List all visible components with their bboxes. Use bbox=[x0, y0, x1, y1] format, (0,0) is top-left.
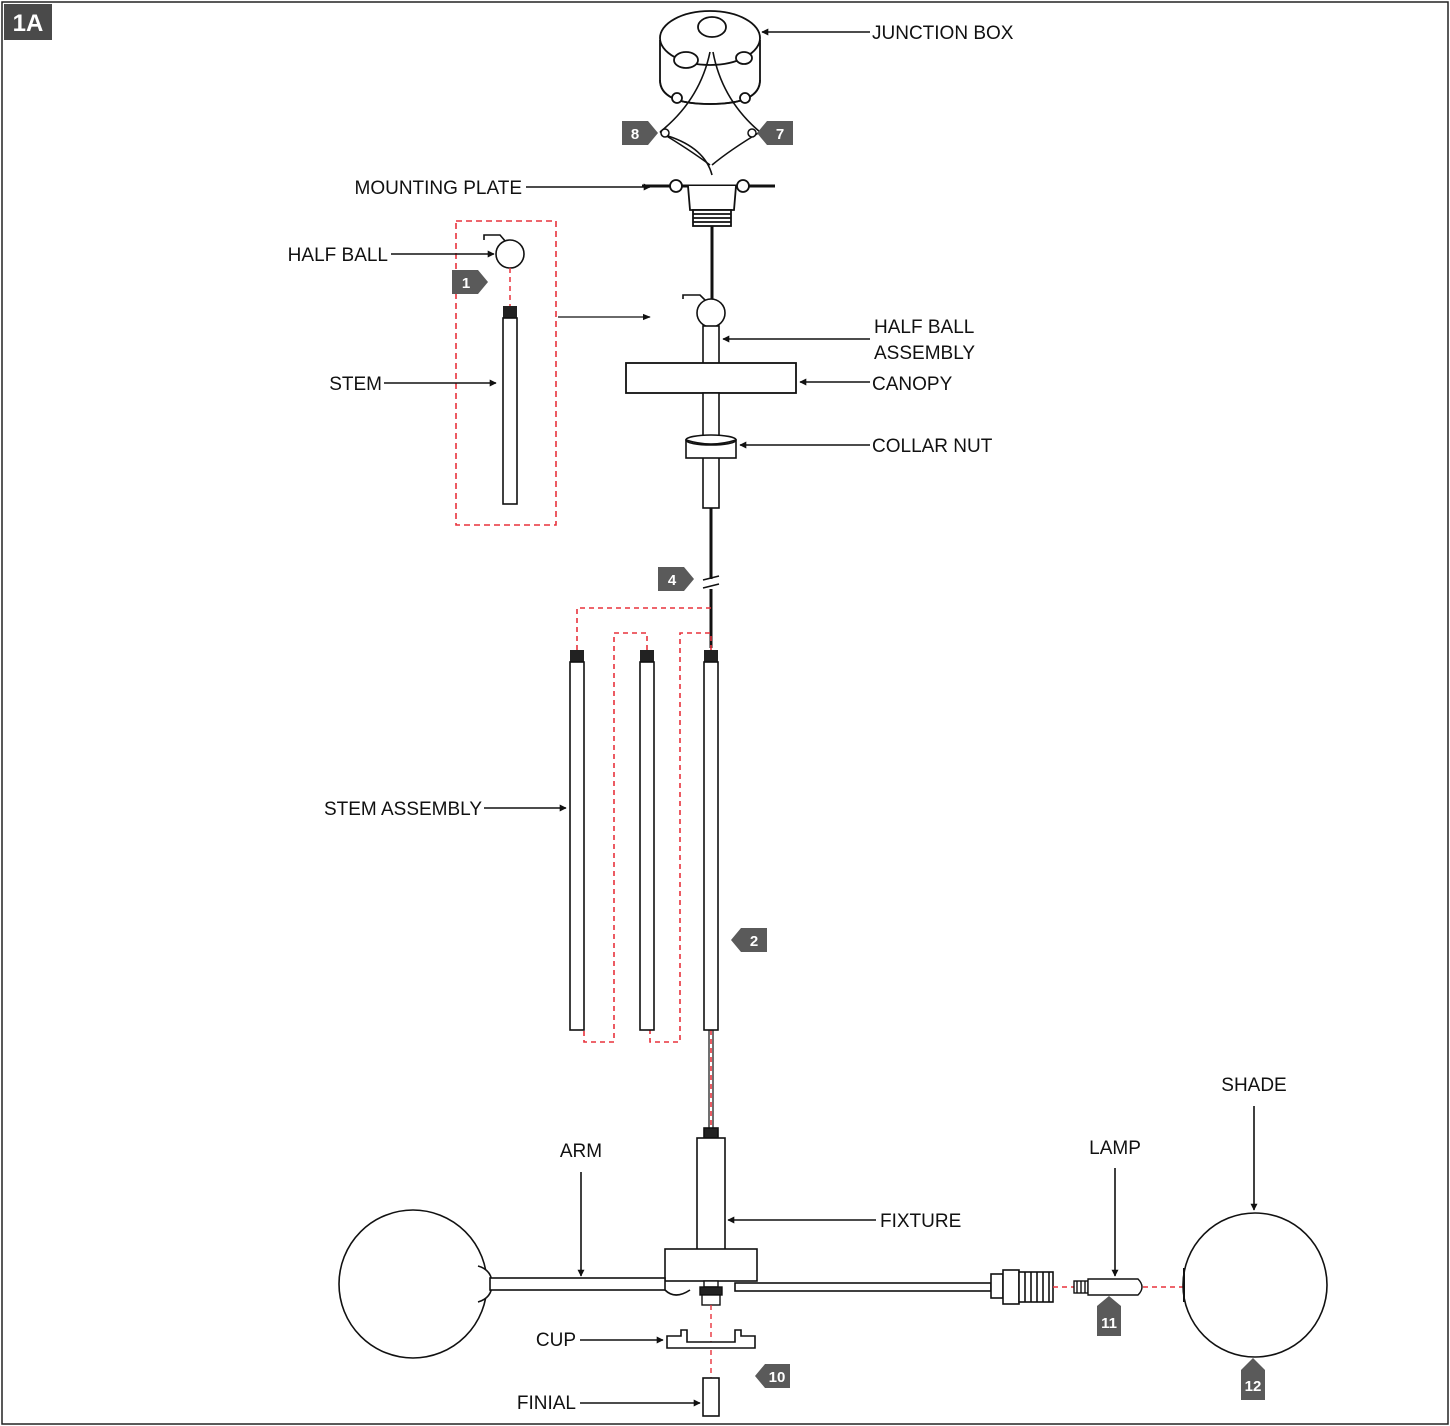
left-arm-icon bbox=[489, 1277, 666, 1291]
lamp-icon bbox=[1073, 1278, 1143, 1296]
label-lamp: LAMP bbox=[1089, 1138, 1141, 1159]
half-ball-icon bbox=[483, 234, 525, 269]
wire-break-icon bbox=[702, 575, 720, 589]
stem-segment-3-icon bbox=[703, 650, 719, 1031]
canopy-icon bbox=[625, 362, 797, 394]
figure-badge: 1A bbox=[4, 4, 52, 40]
step-7-label: 7 bbox=[776, 126, 784, 143]
figure-badge-label: 1A bbox=[13, 10, 44, 37]
step-badge-12-icon: 12 bbox=[1241, 1358, 1265, 1400]
collar-nut-icon bbox=[685, 434, 737, 459]
step-2-label: 2 bbox=[750, 933, 758, 950]
stem-segment-2-icon bbox=[639, 650, 655, 1031]
label-stem: STEM bbox=[329, 374, 382, 395]
arm-joint bbox=[664, 1289, 691, 1296]
supply-wires-icon bbox=[659, 51, 761, 176]
right-globe-icon bbox=[1182, 1212, 1328, 1358]
cup-icon bbox=[666, 1329, 756, 1349]
label-junction-box: JUNCTION BOX bbox=[872, 23, 1014, 44]
label-canopy: CANOPY bbox=[872, 374, 953, 395]
junction-box-icon bbox=[659, 10, 761, 105]
label-stem-assembly: STEM ASSEMBLY bbox=[324, 799, 482, 820]
detail-box bbox=[455, 220, 557, 526]
label-half-ball-assembly-2: ASSEMBLY bbox=[874, 343, 975, 364]
label-finial: FINIAL bbox=[517, 1393, 576, 1414]
step-badge-2-icon: 2 bbox=[731, 928, 767, 952]
step-1-label: 1 bbox=[462, 275, 470, 292]
finial-icon bbox=[702, 1377, 720, 1417]
step-badge-11-icon: 11 bbox=[1097, 1296, 1121, 1336]
label-shade: SHADE bbox=[1221, 1075, 1286, 1096]
label-cup: CUP bbox=[536, 1330, 576, 1351]
step-badge-8-icon: 8 bbox=[622, 121, 658, 145]
step-badge-7-icon: 7 bbox=[757, 121, 793, 145]
stem-guides bbox=[576, 607, 712, 1128]
socket-icon bbox=[990, 1269, 1054, 1305]
label-half-ball: HALF BALL bbox=[288, 245, 388, 266]
step-11-label: 11 bbox=[1101, 1315, 1117, 1332]
stem-thread-icon bbox=[503, 306, 517, 318]
label-collar-nut: COLLAR NUT bbox=[872, 436, 993, 457]
step-badge-4-icon: 4 bbox=[658, 567, 694, 591]
half-ball-assembly-icon bbox=[682, 294, 726, 367]
step-4-label: 4 bbox=[668, 572, 677, 589]
step-8-label: 8 bbox=[631, 126, 639, 143]
step-12-label: 12 bbox=[1245, 1378, 1262, 1395]
wire-nut-right-icon bbox=[747, 128, 757, 138]
label-mounting-plate: MOUNTING PLATE bbox=[355, 178, 523, 199]
wire-nut-left-icon bbox=[660, 128, 670, 138]
fixture-icon bbox=[664, 1127, 758, 1282]
step-badge-1-icon: 1 bbox=[452, 270, 488, 294]
stem-segment-1-icon bbox=[569, 650, 585, 1031]
step-badge-10-icon: 10 bbox=[755, 1364, 790, 1388]
mounting-plate-icon bbox=[642, 179, 775, 227]
label-half-ball-assembly-1: HALF BALL bbox=[874, 317, 974, 338]
stem-icon bbox=[502, 317, 518, 505]
fixture-wire bbox=[708, 1030, 714, 1130]
label-arm: ARM bbox=[560, 1141, 602, 1162]
step-10-label: 10 bbox=[769, 1369, 786, 1386]
right-arm-icon bbox=[734, 1282, 992, 1292]
fixture-nut-icon bbox=[699, 1280, 723, 1306]
label-fixture: FIXTURE bbox=[880, 1211, 961, 1232]
left-globe-icon bbox=[338, 1209, 493, 1359]
